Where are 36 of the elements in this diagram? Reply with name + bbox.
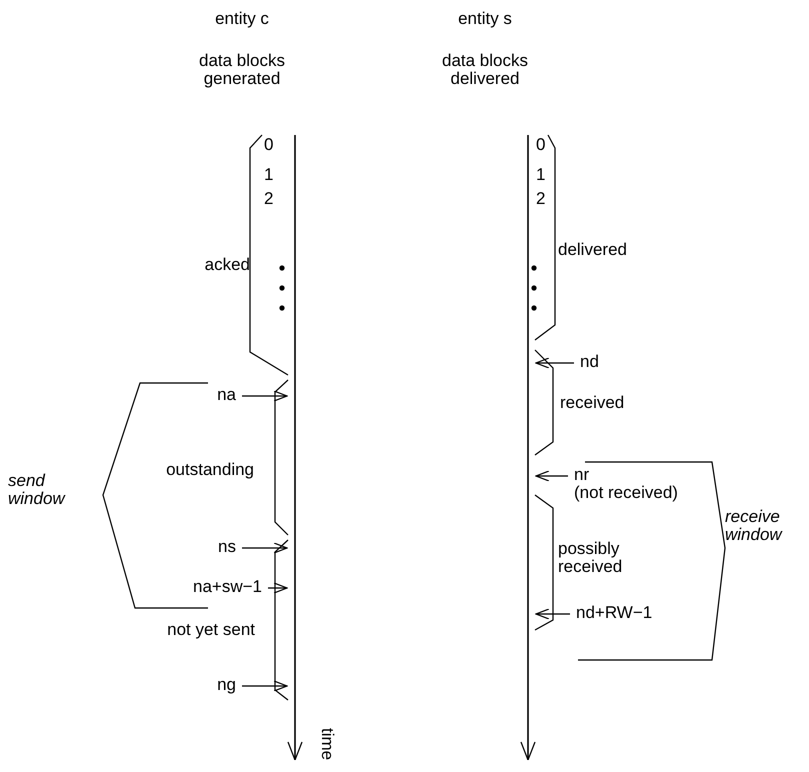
axis-label: time [318, 728, 336, 760]
region-label: received [560, 394, 624, 412]
pointer-label: nd+RW−1 [576, 604, 654, 622]
pointer-label: nr [574, 466, 590, 484]
region-label: delivered [558, 241, 627, 259]
column-heading: data blocks delivered [441, 52, 529, 88]
pointer-label: ng [216, 676, 236, 694]
timeline-arrow [520, 135, 536, 760]
arrow [242, 390, 288, 402]
arrow [242, 680, 288, 692]
arrow [535, 608, 570, 620]
block-number: 1 [536, 166, 546, 184]
timeline-arrow [287, 135, 303, 760]
region-label: outstanding [166, 461, 254, 479]
pointer-label: na+sw−1 [192, 578, 262, 596]
pointer-label: na [216, 386, 236, 404]
block-number: 0 [536, 136, 546, 154]
block-number: 2 [536, 190, 546, 208]
block-number: 1 [264, 166, 274, 184]
region-label: not yet sent [167, 621, 255, 639]
window-label: receive window [725, 508, 784, 544]
block-number: 2 [264, 190, 274, 208]
heading: entity c [214, 10, 270, 28]
pointer-label: ns [217, 538, 236, 556]
column-heading: data blocks generated [198, 52, 286, 88]
window-label: send window [8, 472, 66, 508]
pointer-label: (not received) [574, 484, 679, 502]
arrow [268, 582, 288, 594]
region-label: possibly received [558, 540, 624, 576]
block-number: 0 [264, 136, 274, 154]
region-label: acked [204, 256, 250, 274]
pointer-label: nd [580, 353, 600, 371]
arrow [535, 357, 574, 369]
arrow [535, 470, 568, 482]
arrow [242, 542, 288, 554]
heading: entity s [457, 10, 513, 28]
